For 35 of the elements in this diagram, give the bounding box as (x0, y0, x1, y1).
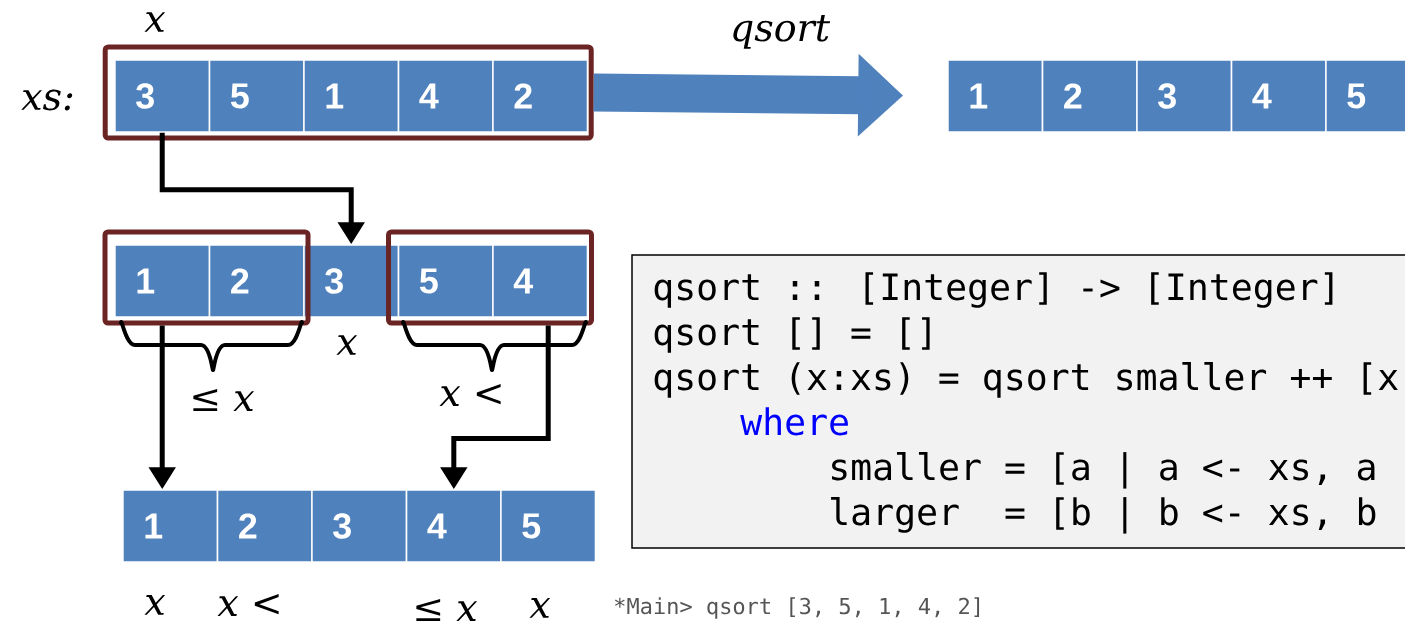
array-cell: 4 (492, 244, 589, 318)
array-cell: 5 (397, 244, 494, 318)
array-cell: 2 (216, 489, 313, 563)
array-cell: 5 (208, 59, 305, 133)
math-label: x (529, 598, 551, 618)
array-cell: 2 (208, 244, 305, 318)
array-cell: 1 (114, 244, 211, 318)
array-cell: 4 (405, 489, 502, 563)
array-cell: 4 (397, 59, 494, 133)
math-label: x (336, 335, 358, 355)
edge-label: qsort (733, 15, 831, 49)
array-cell: 2 (1041, 59, 1138, 133)
math-label: ≤ x (416, 598, 478, 622)
array-cell: 1 (122, 489, 219, 563)
selection-frame (102, 44, 594, 141)
array-cell: 5 (1325, 59, 1405, 133)
array-cell: 5 (500, 489, 597, 563)
array-cell: 3 (303, 244, 400, 318)
array-cell: 3 (311, 489, 408, 563)
array-cell: 1 (947, 59, 1044, 133)
math-label: ≤ x (193, 388, 255, 412)
array-cell: 4 (1230, 59, 1327, 133)
math-label: x < (439, 383, 501, 407)
math-label: xs: (21, 89, 73, 111)
array-cell: 2 (492, 59, 589, 133)
array-cell: 1 (303, 59, 400, 133)
code-box: qsort :: [Integer] -> [Integer] qsort [] = [] qsort (x:xs) = qsort smaller ++ [x where smaller = [a | a <- xs, a larger = [b | b <- xs, b (631, 254, 1405, 549)
console-output: *Main> qsort [3, 5, 1, 4, 2] (615, 597, 980, 619)
math-label: x < (217, 593, 279, 617)
array-cell: 3 (114, 59, 211, 133)
math-label: x (144, 595, 166, 615)
math-label: x (144, 12, 166, 32)
array-cell: 3 (1136, 59, 1233, 133)
selection-frame (102, 229, 311, 326)
selection-frame (386, 229, 594, 326)
